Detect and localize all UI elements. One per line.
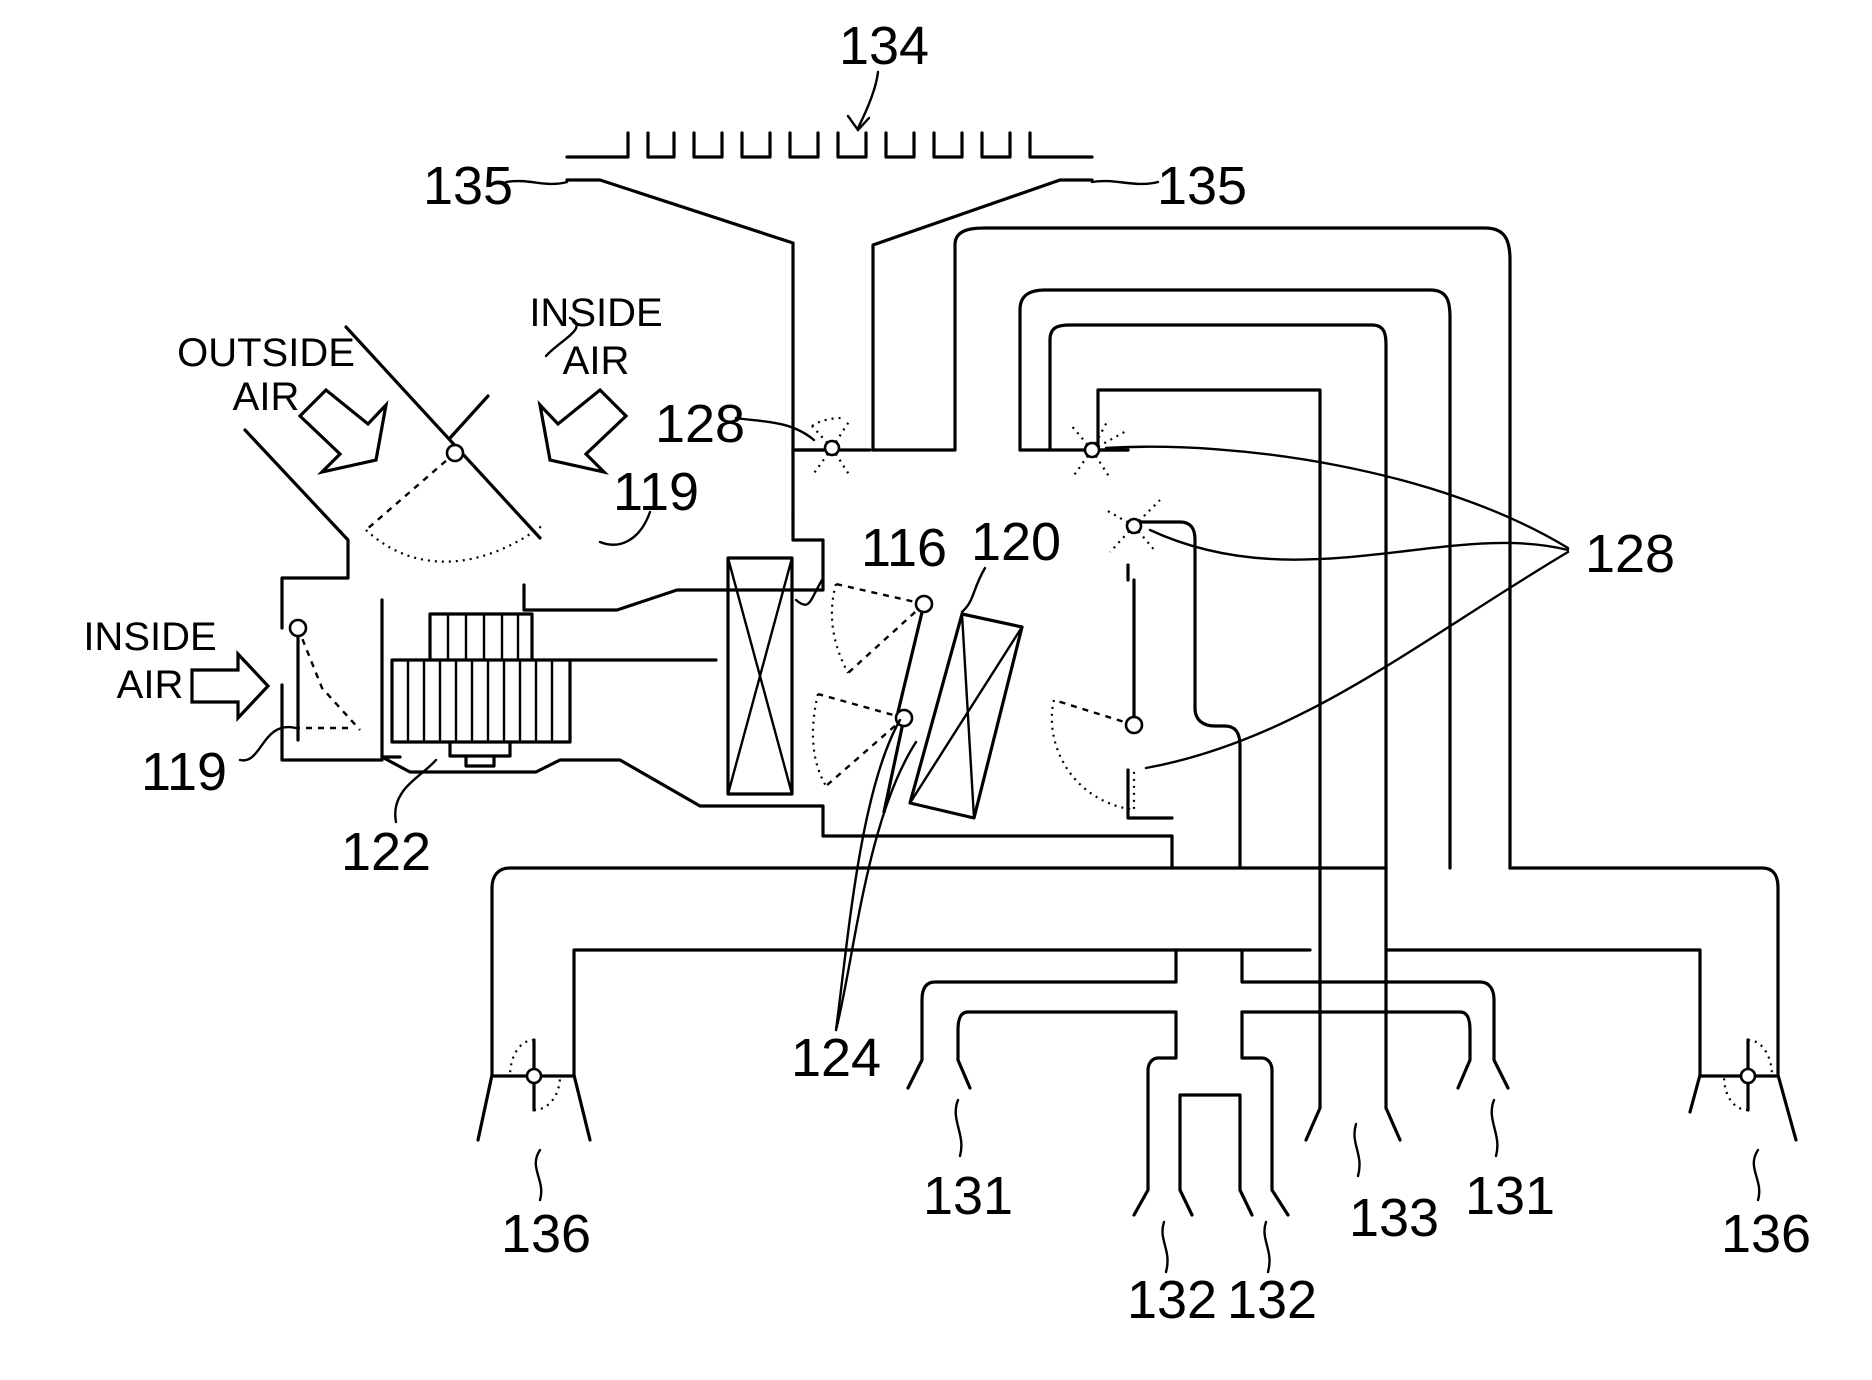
label-124: 124 [791,1028,881,1088]
label-outside-air-line2: AIR [233,375,300,419]
label-122: 122 [341,822,431,882]
air-mix-doors-124 [813,584,932,812]
heater-core-120 [910,614,1022,818]
label-120: 120 [971,512,1061,572]
label-132-left: 132 [1127,1270,1217,1330]
arrow-134 [848,72,878,130]
mode-section-walls [793,228,1510,1108]
label-136-left: 136 [501,1204,591,1264]
label-119-top: 119 [613,462,699,522]
label-135-right: 135 [1157,156,1247,216]
label-inside-air-left-line1: INSIDE [83,615,216,659]
label-116: 116 [861,518,947,578]
label-128-right: 128 [1585,524,1675,584]
blower-scroll-lower [382,757,1172,868]
intake-housing [245,430,823,760]
label-135-left: 135 [423,156,513,216]
label-outside-air-line1: OUTSIDE [177,331,355,375]
label-119-left: 119 [141,742,227,802]
defroster-outlet-grille [567,133,1092,157]
floor-duct-main [478,868,1796,1140]
blower-fan [392,614,716,766]
label-128-left: 128 [655,394,745,454]
label-134: 134 [839,16,929,76]
label-131-left: 131 [923,1166,1013,1226]
side-doors-136 [494,1040,1778,1110]
mode-doors-128 [796,418,1160,810]
label-136-right: 136 [1721,1204,1811,1264]
label-inside-air-left-line2: AIR [117,663,184,707]
evaporator-116 [728,558,792,794]
label-133: 133 [1349,1188,1439,1248]
label-131-right: 131 [1465,1166,1555,1226]
label-132-right: 132 [1227,1270,1317,1330]
label-inside-air-top-line1: INSIDE [529,291,662,335]
label-inside-air-top-line2: AIR [563,339,630,383]
